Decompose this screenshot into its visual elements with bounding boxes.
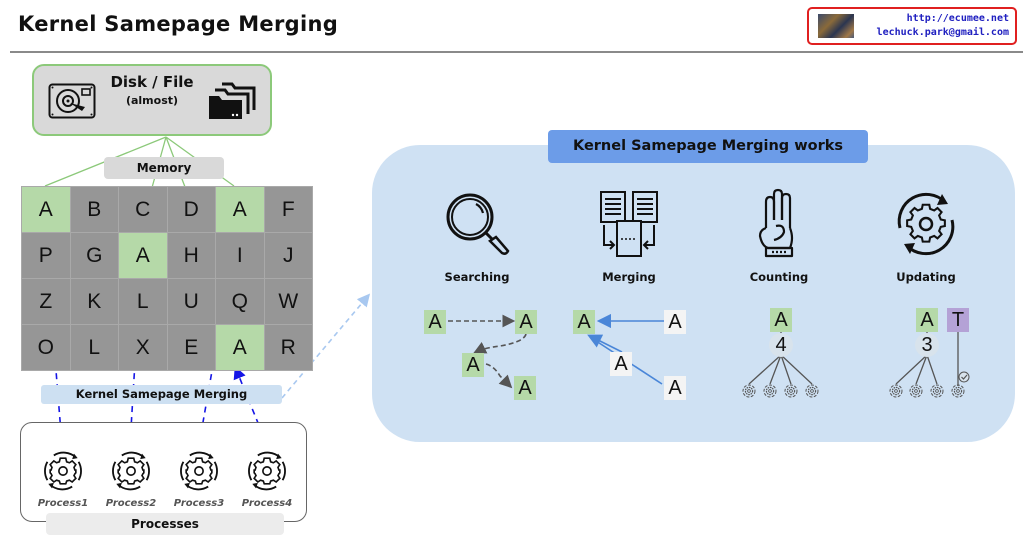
memory-page: F — [264, 187, 312, 232]
contact-badge: http://ecumee.net lechuck.park@gmail.com — [807, 7, 1017, 45]
step-merging: Merging — [574, 188, 684, 284]
memory-page: P — [22, 233, 70, 278]
title-divider — [10, 51, 1023, 53]
process-item[interactable]: Process3 — [169, 449, 229, 509]
search-page: A — [424, 310, 446, 334]
step-updating: Updating — [871, 188, 981, 284]
step-label: Searching — [444, 270, 510, 284]
memory-page: I — [216, 233, 264, 278]
memory-page: D — [167, 187, 215, 232]
ksm-works-panel — [372, 145, 1015, 442]
disk-title: Disk / File — [110, 73, 194, 91]
counted-page: A — [770, 308, 792, 332]
folders-icon — [208, 82, 256, 124]
process-label: Process1 — [37, 498, 89, 509]
three-fingers-icon — [724, 188, 834, 260]
step-label: Counting — [749, 270, 809, 284]
ksm-works-title: Kernel Samepage Merging works — [548, 130, 868, 163]
merge-source-page: A — [610, 352, 632, 376]
memory-page: U — [167, 279, 215, 324]
updated-page: A — [916, 308, 938, 332]
search-page: A — [462, 353, 484, 377]
memory-label: Memory — [104, 157, 224, 179]
memory-page: Z — [22, 279, 70, 324]
memory-page: X — [119, 325, 167, 370]
memory-page: G — [70, 233, 118, 278]
memory-page: W — [264, 279, 312, 324]
process-label: Process4 — [241, 498, 293, 509]
gear-cycle-icon — [109, 451, 153, 497]
memory-page: E — [167, 325, 215, 370]
process-item[interactable]: Process2 — [101, 449, 161, 509]
ref-count: 4 — [769, 333, 793, 357]
merge-source-page: A — [664, 310, 686, 334]
merge-source-page: A — [664, 376, 686, 400]
process-label: Process3 — [173, 498, 225, 509]
process-item[interactable]: Process1 — [33, 449, 93, 509]
search-page: A — [514, 376, 536, 400]
memory-page: Q — [216, 279, 264, 324]
process-label: Process2 — [105, 498, 157, 509]
memory-page: O — [22, 325, 70, 370]
memory-page: L — [70, 325, 118, 370]
memory-page: C — [119, 187, 167, 232]
disk-file-box: Disk / File (almost) — [32, 64, 272, 136]
merge-target-page: A — [573, 310, 595, 334]
processes-label: Processes — [46, 513, 284, 535]
process-item[interactable]: Process4 — [237, 449, 297, 509]
disk-subtitle: (almost) — [125, 94, 179, 107]
gear-update-icon — [871, 188, 981, 260]
avatar — [818, 14, 854, 38]
new-page: T — [947, 308, 969, 332]
step-label: Merging — [602, 270, 656, 284]
ref-count: 3 — [915, 333, 939, 357]
memory-page-shared: A — [216, 187, 264, 232]
ksm-bar: Kernel Samepage Merging — [41, 385, 282, 404]
magnifier-icon — [422, 188, 532, 260]
merge-documents-icon — [574, 188, 684, 260]
memory-page-shared: A — [216, 325, 264, 370]
step-label: Updating — [896, 270, 956, 284]
step-counting: Counting — [724, 188, 834, 284]
page-title: Kernel Samepage Merging — [18, 12, 339, 36]
processes-box: Process1 Process2 Process3 Process4 — [20, 422, 307, 522]
step-searching: Searching — [422, 188, 532, 284]
memory-page-shared: A — [119, 233, 167, 278]
memory-page: H — [167, 233, 215, 278]
gear-cycle-icon — [177, 451, 221, 497]
gear-cycle-icon — [41, 451, 85, 497]
contact-url[interactable]: http://ecumee.net — [906, 13, 1009, 24]
memory-page: B — [70, 187, 118, 232]
memory-page: J — [264, 233, 312, 278]
memory-page: L — [119, 279, 167, 324]
memory-page: R — [264, 325, 312, 370]
contact-email[interactable]: lechuck.park@gmail.com — [876, 27, 1009, 38]
gear-cycle-icon — [245, 451, 289, 497]
memory-page: K — [70, 279, 118, 324]
memory-page-shared: A — [22, 187, 70, 232]
hard-disk-icon — [48, 83, 96, 123]
search-page: A — [515, 310, 537, 334]
